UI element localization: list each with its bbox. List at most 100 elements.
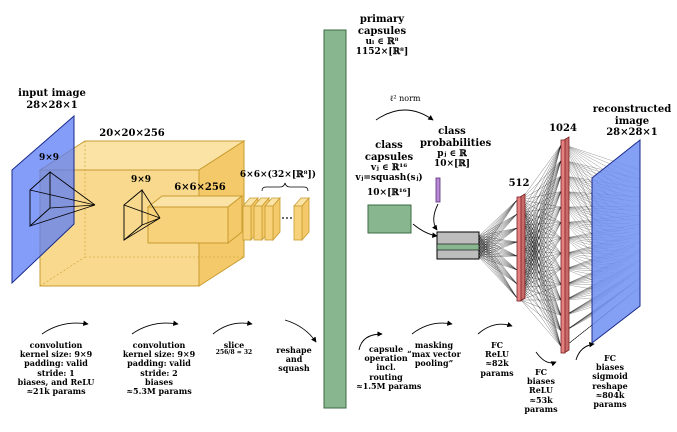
fc-connection-line [520,237,562,301]
fc-connection-line [564,268,593,281]
fc-connection-line [520,144,562,201]
fc-connection-line [520,175,562,288]
conv1-op-line: kernel size: 9×9 [19,349,93,360]
conv2-feature-block [146,194,244,245]
capsule-op-line: operation [364,353,408,364]
fc1-op-line: FC [490,340,504,350]
fc-connection-line [520,191,562,213]
capsule-op-arrow [358,331,383,351]
slices-dims-label: 6×6×(32×[ℝ⁸]) [239,170,317,180]
masked-capsules-block [436,231,480,260]
fc-connection-line [478,241,518,255]
fc-connection-line [564,191,593,236]
fc-connection-line [478,244,518,285]
fc3-op-arrow [575,341,595,361]
reconstructed-line3: 28×28×1 [606,127,658,138]
fc-connection-line [520,268,562,301]
kernel1-receptive-field [29,170,96,228]
fc-connection-line [520,175,562,238]
reconstructed-image-plane [591,138,641,345]
fc3-op-line: FC [603,353,617,363]
fc-connection-line [520,191,562,301]
class-probs-line1: class [438,126,466,137]
fc-connection-line [520,175,562,301]
l2-norm-label: ℓ² norm [389,94,421,103]
primary-capsules-label: primary capsules uᵢ ∈ ℝ⁸ 1152×[ℝ⁸] [350,14,414,58]
fc2-op-line: ≈53k [529,394,553,405]
conv2-op-line: biases [145,376,173,387]
reshape-op-arrow [284,319,317,343]
fc-connection-line [520,222,562,301]
primary-line4: 1152×[ℝ⁸] [355,47,409,58]
fc-connection-line [478,199,518,240]
fc2-op-arrow [535,351,557,367]
fc-connection-line [520,191,562,201]
capsule-op-line: ≈1.5M params [356,380,422,391]
fc2-op-label: FC biases ReLU ≈53k params [524,367,558,414]
fc-connection-line [520,253,562,301]
fc-connection-line [478,241,518,249]
reshape-op-line: squash [278,363,310,374]
conv1-op-line: padding: valid [24,358,88,369]
fc-connection-line [478,199,518,249]
fc-connection-line [564,284,593,290]
fc-connection-line [520,191,562,276]
fc-connection-line [478,235,518,285]
fc-connection-line [520,160,562,301]
fc2-op-line: biases [527,376,555,387]
conv2-dims-label: 6×6×256 [174,182,226,193]
fc-connection-line [478,250,518,271]
fc1-op-line: ReLU [485,349,509,360]
reshape-op-line: and [285,354,303,365]
fc-connection-line [478,250,518,299]
probs-to-mask-arrow [432,203,439,231]
fc-connection-line [520,144,562,288]
class-probs-line2: probabilities [420,137,492,149]
class-capsules-line2: capsules [364,151,414,163]
conv2-op-line: ≈5.3M params [126,385,192,396]
primary-line1: primary [359,14,405,25]
reconstructed-line2: image [614,115,650,127]
fc-connection-line [478,256,518,285]
fc2-op-line: FC [534,367,548,377]
class-capsules-line3: vⱼ ∈ ℝ¹⁶ [370,163,408,173]
reconstructed-image-label: reconstructed image 28×28×1 [592,104,672,139]
class-probs-line4: 10×[ℝ] [433,159,471,170]
conv2-op-line: kernel size: 9×9 [122,349,196,360]
fc1-op-label: FC ReLU ≈82k params [480,340,514,378]
fc-connection-line [520,160,562,238]
fc3-op-line: params [593,398,627,409]
fc-connection-line [564,315,593,332]
fc-connection-line [478,241,518,271]
fc-connection-line [520,144,562,226]
fc-connection-line [520,144,562,238]
fc-connection-line [478,247,518,299]
fc-connection-line [564,144,593,209]
fc-connection-line [478,235,518,243]
masking-op-line: masking [414,340,454,350]
fc-connection-line [520,284,562,301]
fc-connection-line [520,191,562,288]
fc-connection-line [478,238,518,243]
fc-connection-line [520,299,562,347]
capsule-op-line: capsule [368,344,404,354]
class-capsules-line1: class [375,140,403,151]
fc-connection-line [520,175,562,201]
slice-op-arrow [212,320,253,335]
fc-connection-line [478,199,518,243]
fc-connection-line [520,299,562,332]
primary-line2: capsules [357,25,407,37]
fc-connection-line [478,213,518,237]
fc-connection-line [520,191,562,226]
conv1-op-line: convolution [29,340,83,350]
fc-connection-line [520,175,562,251]
fc-connection-line [520,262,562,332]
fc-connection-line [478,227,518,243]
fc-connection-line [478,199,518,252]
fc-connection-line [520,175,562,213]
class-capsules-label: class capsules vⱼ ∈ ℝ¹⁶ vⱼ=squash(sⱼ) 10… [352,140,426,198]
fc-connection-line [478,250,518,257]
class-capsules-line5: 10×[ℝ¹⁶] [367,187,411,198]
fc-connection-line [520,191,562,238]
fc-connection-line [478,253,518,299]
